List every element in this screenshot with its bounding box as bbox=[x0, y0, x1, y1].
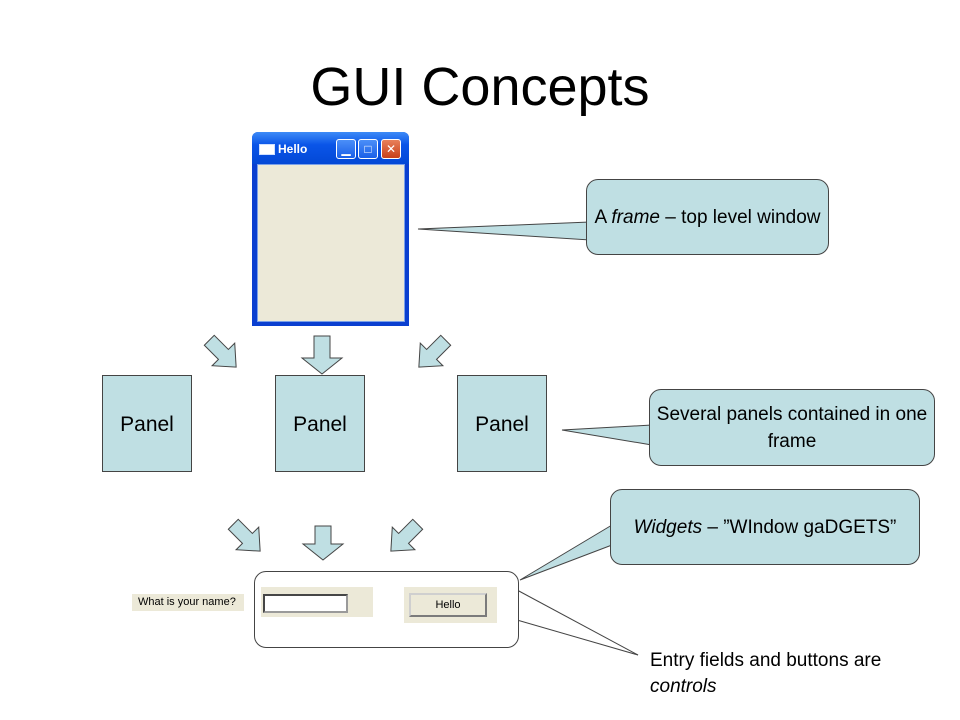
frame-callout-text: A frame – top level window bbox=[594, 206, 821, 228]
arrow-panels-to-widgets-left bbox=[227, 518, 261, 552]
frame-titlebar[interactable]: Hello ▁ □ ✕ bbox=[252, 132, 409, 164]
panel-box-center: Panel bbox=[275, 375, 365, 472]
frame-title: Hello bbox=[278, 142, 308, 156]
arrow-panels-to-widgets-right bbox=[390, 518, 424, 552]
panel-box-right: Panel bbox=[457, 375, 547, 472]
arrow-frame-to-panel-right bbox=[418, 334, 452, 368]
widgets-callout: Widgets – ”WIndow gaDGETS” bbox=[610, 489, 920, 565]
controls-note-pointer-upper bbox=[516, 589, 639, 656]
panels-callout-text: Several panels contained in one frame bbox=[656, 403, 928, 452]
frame-callout-pointer bbox=[417, 221, 591, 241]
panels-callout-pointer bbox=[561, 424, 653, 446]
arrow-panels-to-widgets-center bbox=[301, 525, 345, 561]
minimize-button[interactable]: ▁ bbox=[336, 139, 356, 159]
slide-title: GUI Concepts bbox=[310, 57, 650, 117]
name-entry-field[interactable] bbox=[263, 594, 348, 613]
arrow-frame-to-panel-center bbox=[300, 335, 344, 375]
arrow-frame-to-panel-left bbox=[203, 334, 237, 368]
frame-client-area bbox=[257, 164, 405, 322]
close-button[interactable]: ✕ bbox=[381, 139, 401, 159]
widgets-callout-pointer bbox=[519, 524, 613, 581]
panels-callout: Several panels contained in one frame bbox=[649, 389, 935, 466]
frame-callout: A frame – top level window bbox=[586, 179, 829, 255]
panel-box-left: Panel bbox=[102, 375, 192, 472]
widgets-callout-text: Widgets – ”WIndow gaDGETS” bbox=[633, 516, 897, 538]
hello-button[interactable]: Hello bbox=[409, 593, 487, 617]
maximize-button[interactable]: □ bbox=[358, 139, 378, 159]
controls-note: Entry fields and buttons are controls bbox=[650, 650, 882, 697]
name-prompt-label: What is your name? bbox=[132, 594, 244, 611]
controls-note-pointer-lower bbox=[516, 619, 639, 656]
window-system-icon[interactable] bbox=[259, 144, 275, 155]
frame-window[interactable]: Hello ▁ □ ✕ bbox=[252, 132, 409, 326]
